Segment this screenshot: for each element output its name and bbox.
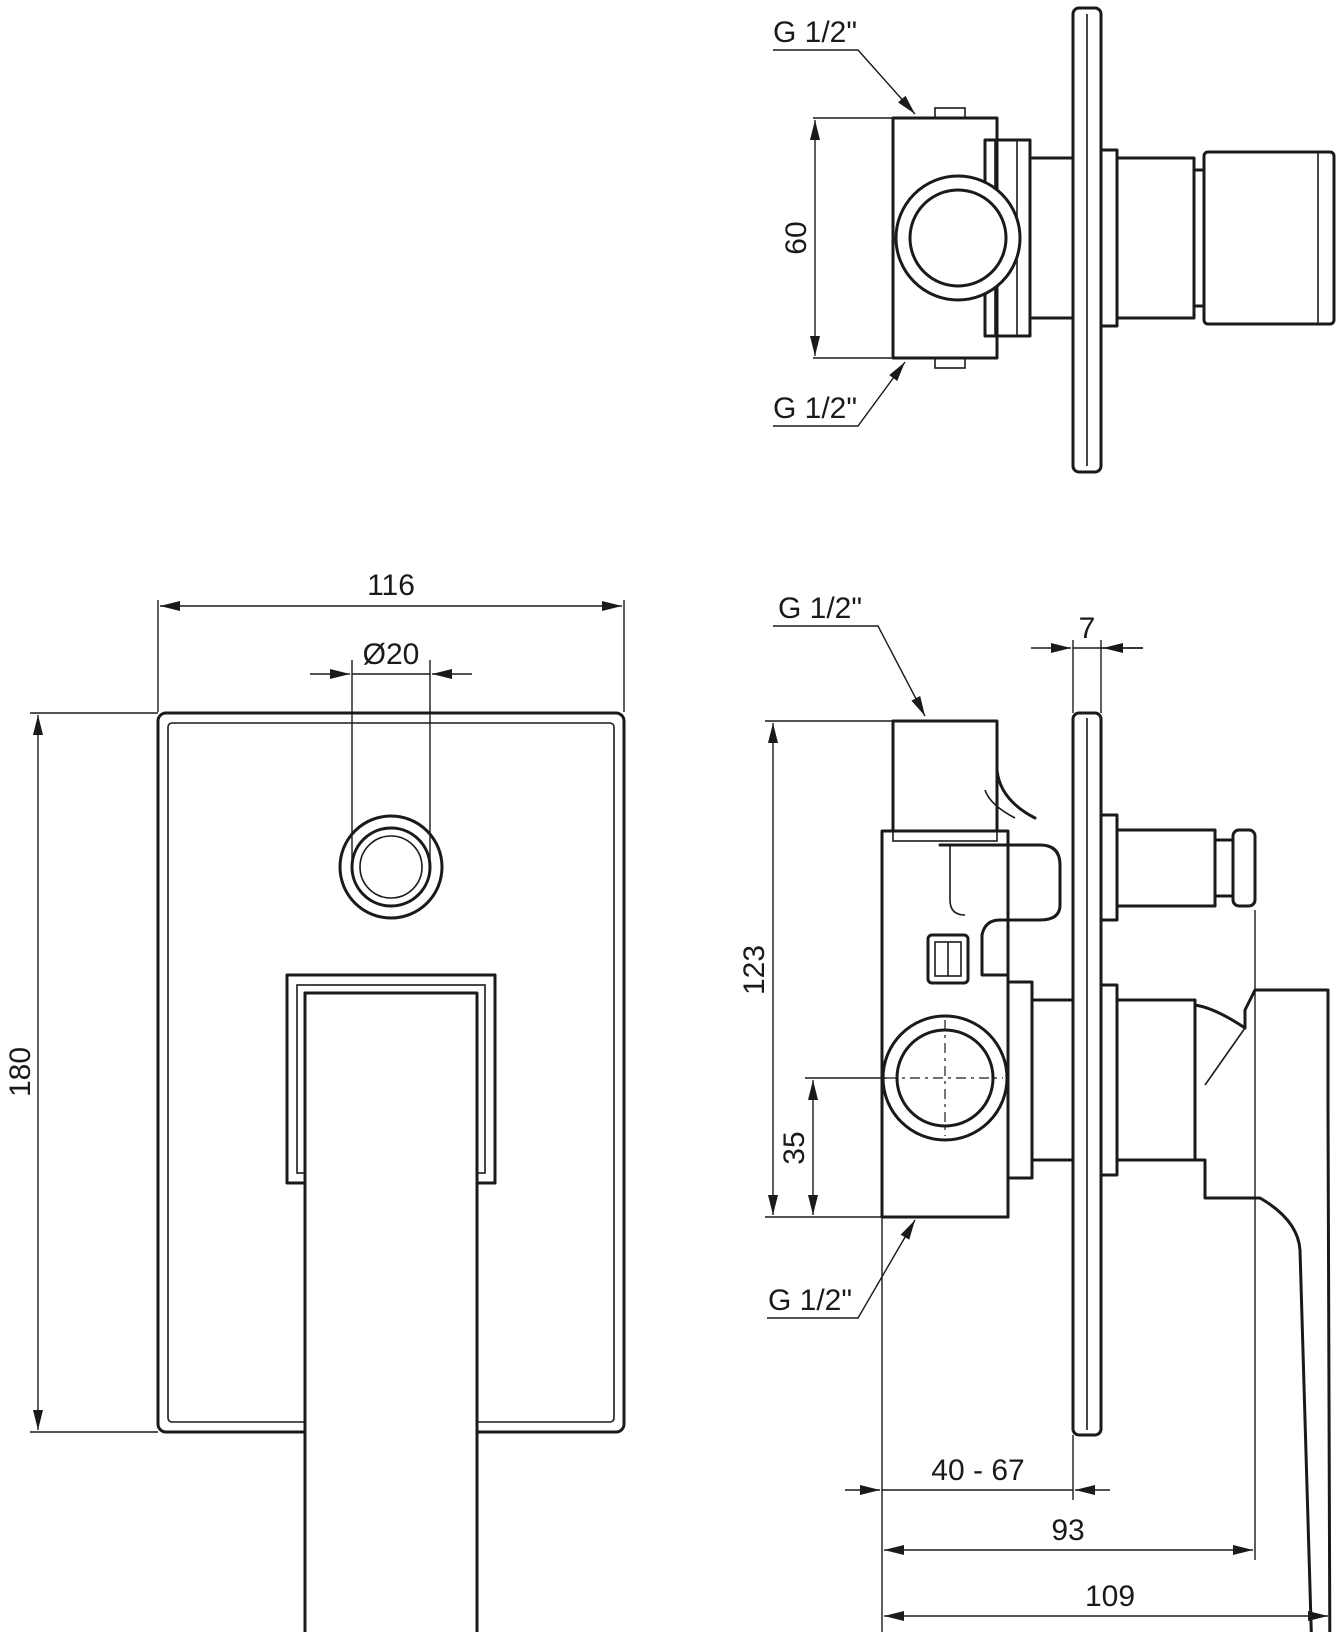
dim-width: 116 [367,569,415,602]
front-diverter-knob [338,814,444,920]
top-view: 60 G 1/2" G 1/2" [773,6,1336,474]
dim-top-depth: 60 [780,221,813,254]
label-thread-side-lower: G 1/2" [768,1284,852,1317]
top-handle [1202,150,1336,326]
dim-depth-total: 109 [1085,1580,1135,1613]
dim-depth-body: 93 [1051,1514,1084,1547]
front-lever [303,991,479,1632]
side-upper-housing [891,719,999,833]
dim-body-height: 123 [738,945,771,995]
dim-diameter: Ø20 [363,638,420,671]
label-thread-top-lower: G 1/2" [773,392,857,425]
dim-plate-thickness: 7 [1079,612,1096,645]
side-lever [1193,988,1332,1632]
dim-inlet-offset: 35 [778,1131,811,1164]
top-inlet-ring [894,174,1022,302]
dim-install-depth: 40 - 67 [931,1454,1024,1487]
dim-height: 180 [4,1047,37,1097]
label-thread-top-upper: G 1/2" [773,16,857,49]
side-view: G 1/2" G 1/2" 7 123 35 40 - 67 93 [738,592,1332,1632]
label-thread-side-upper: G 1/2" [778,592,862,625]
side-diverter-knob [1231,828,1257,908]
front-view: 116 Ø20 180 [4,569,626,1632]
